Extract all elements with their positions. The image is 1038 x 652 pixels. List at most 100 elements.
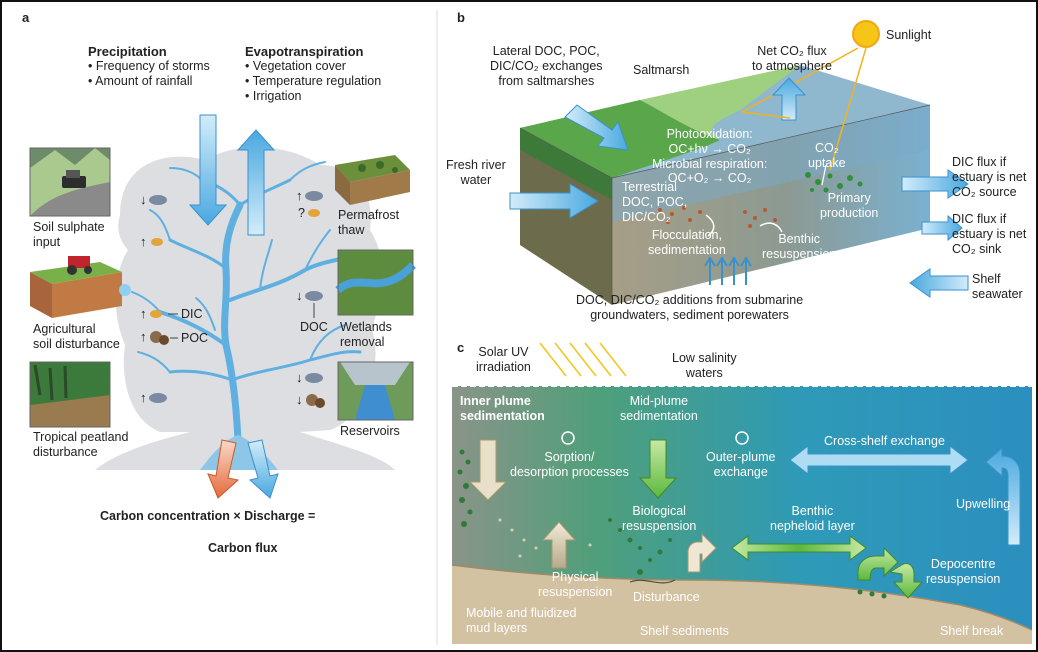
label-line: Shelf xyxy=(972,272,1001,286)
evapotranspiration-item: • Irrigation xyxy=(245,88,302,103)
biological-resuspension-arrow xyxy=(687,532,717,573)
label-line: DIC flux if xyxy=(952,212,1007,226)
reservoirs-label: Reservoirs xyxy=(340,424,400,438)
svg-text:↓: ↓ xyxy=(140,192,147,207)
precipitation-block: Precipitation • Frequency of storms • Am… xyxy=(88,44,210,89)
precipitation-arrow xyxy=(188,114,228,226)
co2-uptake-label: CO₂ uptake xyxy=(808,141,846,171)
label-line: DIC/CO₂ xyxy=(622,209,671,224)
panel-a-label: a xyxy=(22,10,30,25)
label-line: Fresh river xyxy=(446,158,506,172)
carbon-concentration-arrow xyxy=(207,439,240,499)
panel-a-graphics: ↓ ↑ ↑ ↑ ↑ ↑ ↓ ↓ ↓ xyxy=(29,114,416,499)
label-line: desorption processes xyxy=(510,464,629,479)
evapotranspiration-item: • Temperature regulation xyxy=(245,74,382,89)
label-line: estuary is net xyxy=(952,226,1027,241)
label-line: Mobile and fluidized xyxy=(466,606,577,620)
svg-text:↑: ↑ xyxy=(140,306,147,321)
label-line: nepheloid layer xyxy=(770,518,855,533)
precipitation-title: Precipitation xyxy=(88,44,167,59)
label-line: waters xyxy=(685,365,723,380)
fresh-river-label: Fresh river water xyxy=(446,158,506,188)
label-line: Lateral DOC, POC, xyxy=(492,44,600,58)
photooxidation-label: Photooxidation: OC+hν → CO₂ Microbial re… xyxy=(652,127,767,186)
label-line: Wetlands xyxy=(340,320,392,334)
depocentre-arrow xyxy=(857,546,899,581)
physical-resuspension-arrow xyxy=(541,521,577,569)
label-line: DOC, POC, xyxy=(850,258,916,273)
particles-c xyxy=(457,449,887,599)
label-line: Marine xyxy=(863,244,902,258)
carbon-flux: Carbon flux xyxy=(208,541,278,555)
shelf-sediments-label: Shelf sediments xyxy=(640,624,729,638)
mid-plume-label: Mid-plume sedimentation xyxy=(620,394,698,424)
label-line: Photooxidation: xyxy=(666,127,753,141)
fresh-river-arrow xyxy=(509,183,599,219)
upwelling-label: Upwelling xyxy=(956,497,1011,511)
label-line: exchange xyxy=(713,464,768,479)
particles-c-light xyxy=(498,518,592,558)
label-line: CO₂ sink xyxy=(952,241,1002,256)
precipitation-item: • Frequency of storms xyxy=(88,59,210,74)
net-co2-label: Net CO₂ flux to atmosphere xyxy=(752,44,832,74)
label-line: groundwaters, sediment porewaters xyxy=(590,307,789,322)
net-co2-arrow xyxy=(771,77,807,121)
evapotranspiration-arrow xyxy=(236,129,276,236)
mid-plume-arrow xyxy=(638,439,678,499)
label-line: seawater xyxy=(972,286,1023,301)
label-line: Outer-plume xyxy=(706,450,776,464)
wetlands-label: Wetlands removal xyxy=(340,320,392,350)
flocculation-label: Flocculation, sedimentation xyxy=(648,228,726,258)
label-line: to atmosphere xyxy=(752,58,832,73)
label-line: Solar UV xyxy=(478,345,529,359)
label-line: OC+O₂ → CO₂ xyxy=(667,171,752,186)
label-line: resuspension xyxy=(538,584,613,599)
label-line: CO₂ xyxy=(814,141,839,155)
doc-label: DOC xyxy=(300,320,328,334)
tropical-peatland-vignette xyxy=(29,361,111,428)
label-line: Agricultural xyxy=(33,322,96,336)
label-line: sedimentation xyxy=(460,408,545,423)
cross-shelf-arrow xyxy=(789,444,969,476)
label-line: Physical xyxy=(551,570,599,584)
tropical-label: Tropical peatland disturbance xyxy=(33,430,128,460)
panel-c-label: c xyxy=(457,340,465,355)
upwelling-arrow xyxy=(985,446,1021,546)
shelf-break-label: Shelf break xyxy=(940,624,1004,638)
label-line: resuspension xyxy=(762,246,837,261)
carbon-equation: Carbon concentration × Discharge = xyxy=(100,509,316,523)
label-line: disturbance xyxy=(33,444,98,459)
label-line: resuspension xyxy=(622,518,697,533)
label-line: Sorption/ xyxy=(544,450,595,464)
question-mark: ? xyxy=(298,206,305,220)
permafrost-label: Permafrost thaw xyxy=(338,208,399,238)
dic-sink-arrow xyxy=(921,214,963,242)
label-line: soil disturbance xyxy=(33,336,120,351)
label-line: input xyxy=(33,234,61,249)
sun xyxy=(852,20,880,48)
label-line: Low salinity xyxy=(672,351,737,365)
label-line: Flocculation, xyxy=(651,228,722,242)
solar-uv-label: Solar UV irradiation xyxy=(476,345,531,375)
primary-production-label: Primary production xyxy=(820,191,878,221)
label-line: production xyxy=(820,205,879,220)
label-line: DOC, DIC/CO₂ additions from submarine xyxy=(576,293,804,307)
svg-text:↓: ↓ xyxy=(296,392,303,407)
label-line: sedimentation xyxy=(620,408,698,423)
label-line: OC+hν → CO₂ xyxy=(668,141,751,156)
panel-b-label: b xyxy=(457,10,465,25)
nepheloid-arrow xyxy=(731,535,867,561)
evapotranspiration-item: • Vegetation cover xyxy=(245,59,346,74)
uv-rays xyxy=(539,342,627,377)
svg-text:↑: ↑ xyxy=(140,390,147,405)
soil-sulphate-label: Soil sulphate input xyxy=(33,220,105,250)
dic-source-arrow xyxy=(901,169,969,199)
label-line: uptake xyxy=(808,155,846,170)
wetlands-vignette xyxy=(335,249,416,316)
benthic-nepheloid-label: Benthic nepheloid layer xyxy=(770,504,855,534)
label-line: sedimentation xyxy=(648,242,726,257)
label-line: Benthic xyxy=(778,232,821,246)
river-network xyxy=(131,161,362,444)
